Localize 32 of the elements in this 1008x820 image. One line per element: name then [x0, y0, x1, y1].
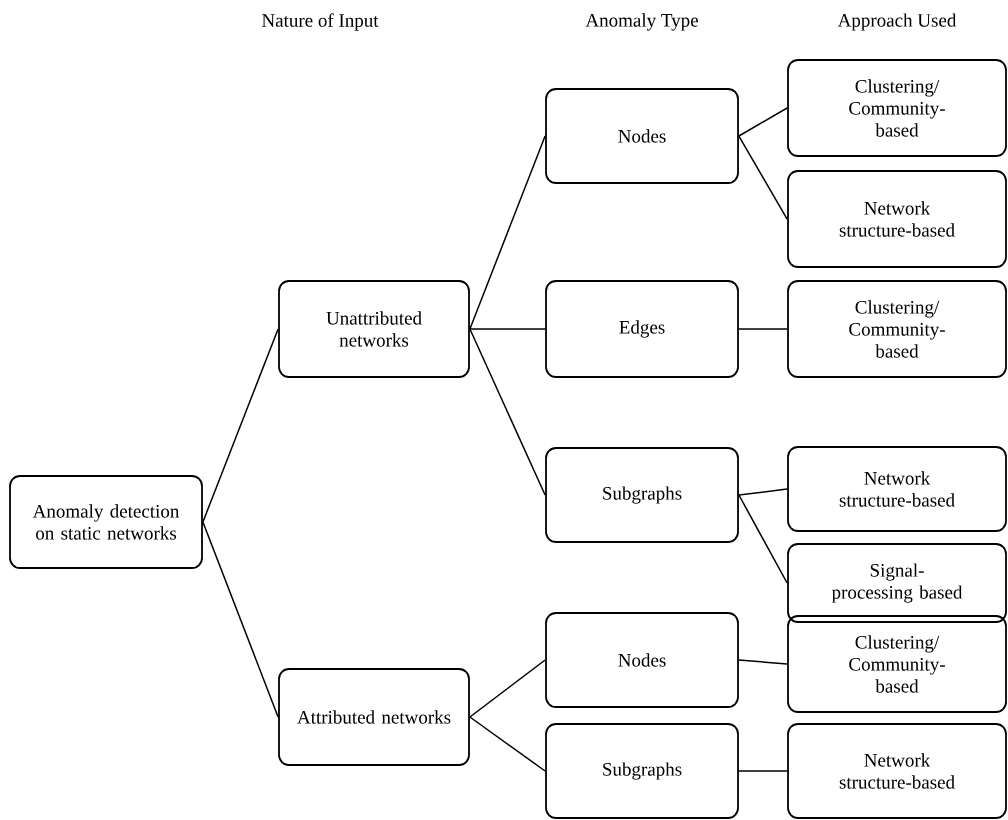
connector-line: [202, 328, 279, 523]
connector-line: [738, 328, 788, 330]
connector-line: [202, 521, 279, 718]
process-box: Network structure-based: [787, 170, 1007, 268]
connector-line: [738, 494, 788, 584]
process-box: Unattributed networks: [278, 280, 470, 378]
connector-line: [738, 135, 788, 220]
process-box: Clustering/ Community-based: [787, 59, 1007, 157]
column-heading: Approach Used: [837, 13, 957, 31]
process-box: Network structure-based: [787, 446, 1007, 532]
connector-line: [469, 716, 546, 772]
process-box: Nodes: [545, 88, 739, 184]
connector-line: [469, 659, 546, 718]
connector-line: [738, 659, 788, 665]
process-box: Clustering/ Community-based: [787, 280, 1007, 378]
connector-line: [469, 328, 546, 330]
connector-line: [738, 770, 788, 772]
process-box: Nodes: [545, 612, 739, 708]
process-box: Attributed networks: [278, 668, 470, 766]
process-box: Subgraphs: [545, 447, 739, 543]
process-box: Network structure-based: [787, 723, 1007, 819]
connector-line: [469, 328, 546, 496]
connector-line: [469, 135, 546, 330]
column-heading: Anomaly Type: [585, 13, 698, 31]
connector-line: [738, 107, 788, 137]
process-box: Subgraphs: [545, 723, 739, 819]
process-box: Signal-processing based: [787, 543, 1007, 623]
column-heading: Nature of Input: [262, 13, 379, 31]
process-box: Anomaly detection on static networks: [9, 475, 203, 569]
connector-line: [738, 488, 788, 496]
process-box: Edges: [545, 280, 739, 378]
process-box: Clustering/ Community-based: [787, 615, 1007, 713]
